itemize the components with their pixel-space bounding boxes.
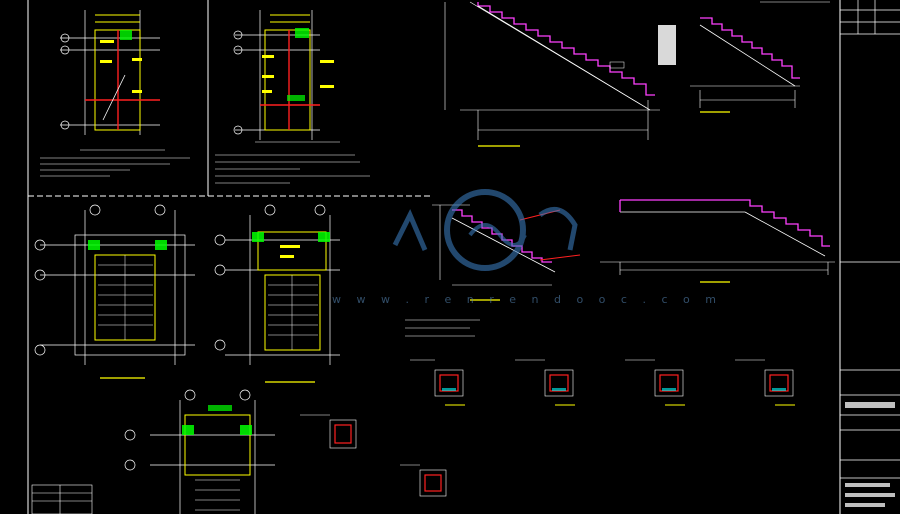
- title-block: [840, 0, 900, 507]
- stair-plan-detail-1: [40, 10, 190, 177]
- stair-section-2: [658, 1, 830, 113]
- drawing-frame: [27, 0, 841, 514]
- stair-plan-detail-2: [215, 10, 370, 184]
- stair-section-4: [600, 199, 835, 283]
- stair-plan-4: [214, 204, 340, 383]
- stair-section-1: [444, 1, 660, 147]
- drawing-legend-box: [31, 484, 93, 514]
- stair-plan-5: [124, 389, 275, 514]
- stair-plan-3: [34, 204, 195, 379]
- beam-section-details: [300, 319, 795, 497]
- watermark-url: w w w . r e n r e n d o o c . c o m: [332, 293, 722, 306]
- watermark-logo: [392, 189, 578, 271]
